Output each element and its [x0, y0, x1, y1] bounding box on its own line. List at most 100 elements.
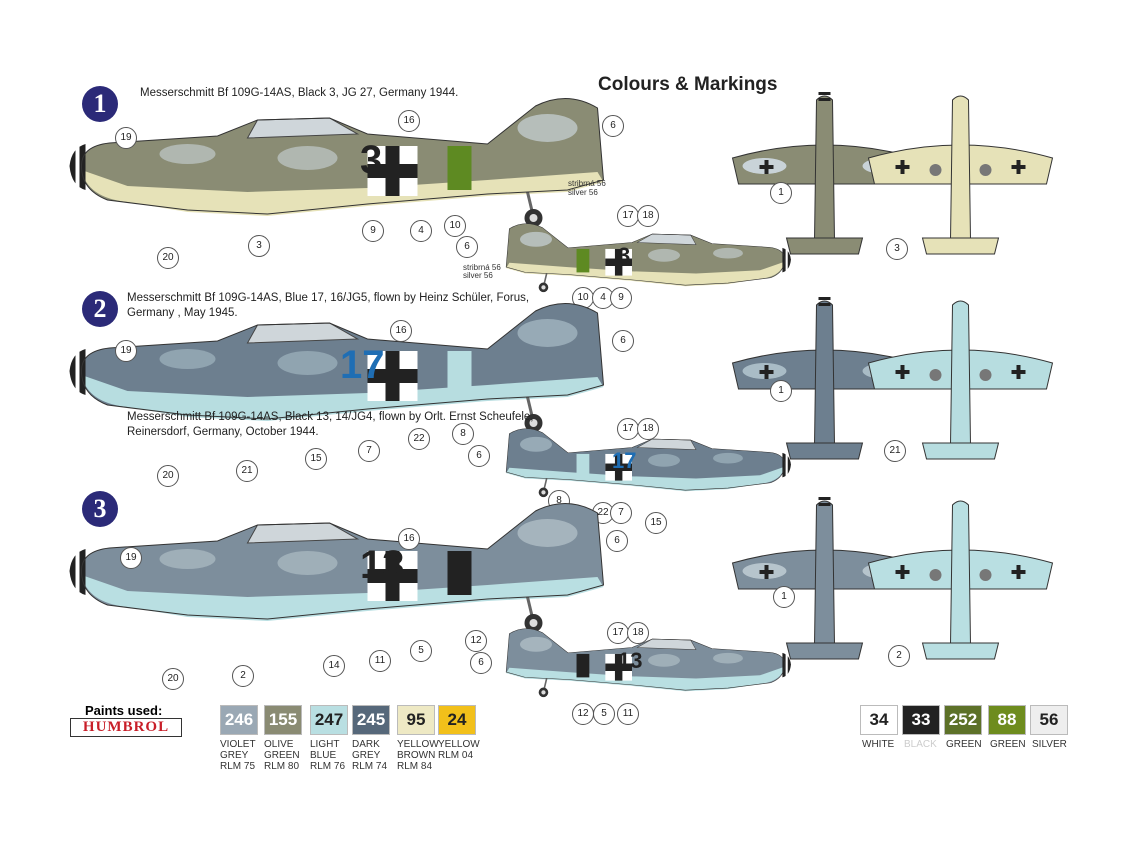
- paint-name: RLM 84: [397, 761, 433, 772]
- callout-number: 17: [617, 418, 639, 440]
- paint-swatch: 247: [310, 705, 348, 735]
- callout-number: 6: [606, 530, 628, 552]
- callout-number: 12: [572, 703, 594, 725]
- callout-number: 12: [465, 630, 487, 652]
- aircraft-code-small: 13: [618, 648, 643, 673]
- callout-number: 3: [248, 235, 270, 257]
- callout-number: 17: [607, 622, 629, 644]
- paint-name: OLIVE: [264, 739, 294, 750]
- callout-number: 6: [612, 330, 634, 352]
- scheme-number-badge: 2: [82, 291, 118, 327]
- callout-number: 21: [236, 460, 258, 482]
- callout-number: 6: [602, 115, 624, 137]
- callout-number: 3: [886, 238, 908, 260]
- paint-name: YELLOW: [397, 739, 439, 750]
- aircraft-side-profile: [65, 493, 610, 643]
- aircraft-code-small: 3: [618, 243, 631, 268]
- paint-name: BROWN: [397, 750, 436, 761]
- callout-number: 1: [770, 182, 792, 204]
- callout-number: 5: [410, 640, 432, 662]
- callout-number: 4: [410, 220, 432, 242]
- scheme-caption: Messerschmitt Bf 109G-14AS, Blue 17, 16/…: [127, 292, 530, 304]
- callout-number: 16: [398, 528, 420, 550]
- paint-name: RLM 76: [310, 761, 346, 772]
- silver-label: stribrná 56: [568, 179, 606, 188]
- paint-swatch: 88: [988, 705, 1026, 735]
- aircraft-code: 3: [360, 138, 383, 182]
- paint-name: BLACK: [904, 739, 937, 750]
- paint-name: RLM 74: [352, 761, 388, 772]
- callout-number: 1: [773, 586, 795, 608]
- paint-name: VIOLET: [220, 739, 256, 750]
- paint-swatch: 33: [902, 705, 940, 735]
- callout-number: 20: [162, 668, 184, 690]
- callout-number: 19: [120, 547, 142, 569]
- scheme-caption: Messerschmitt Bf 109G-14AS, Black 3, JG …: [140, 87, 459, 99]
- silver-label: stribrná 56: [463, 263, 501, 272]
- callout-number: 16: [398, 110, 420, 132]
- paint-name: DARK: [352, 739, 380, 750]
- callout-number: 16: [390, 320, 412, 342]
- paint-name: GREY: [220, 750, 249, 761]
- silver-label: silver 56: [463, 271, 493, 280]
- aircraft-code: 17: [340, 343, 385, 387]
- callout-number: 6: [470, 652, 492, 674]
- paint-name: LIGHT: [310, 739, 340, 750]
- paint-swatch: 245: [352, 705, 390, 735]
- paint-name: BLUE: [310, 750, 337, 761]
- callout-number: 11: [369, 650, 391, 672]
- callout-number: 2: [232, 665, 254, 687]
- paint-swatch: 56: [1030, 705, 1068, 735]
- paint-swatch: 246: [220, 705, 258, 735]
- callout-number: 14: [323, 655, 345, 677]
- callout-number: 15: [645, 512, 667, 534]
- callout-number: 9: [610, 287, 632, 309]
- scheme-caption: Messerschmitt Bf 109G-14AS, Black 13, 14…: [127, 411, 534, 423]
- paint-name: WHITE: [862, 739, 895, 750]
- callout-number: 5: [593, 703, 615, 725]
- callout-number: 7: [358, 440, 380, 462]
- paint-name: GREEN: [946, 739, 982, 750]
- callout-number: 19: [115, 340, 137, 362]
- paint-swatch: 95: [397, 705, 435, 735]
- paint-swatch: 155: [264, 705, 302, 735]
- paint-swatch: 24: [438, 705, 476, 735]
- scheme-number-badge: 3: [82, 491, 118, 527]
- callout-number: 18: [627, 622, 649, 644]
- paints-used-label: Paints used:: [85, 703, 163, 718]
- callout-number: 6: [456, 236, 478, 258]
- aircraft-code-small: 17: [612, 448, 637, 473]
- callout-number: 1: [770, 380, 792, 402]
- silver-label: silver 56: [568, 188, 598, 197]
- callout-number: 7: [610, 502, 632, 524]
- aircraft-code: 13: [360, 543, 405, 587]
- callout-number: 17: [617, 205, 639, 227]
- paint-name: YELLOW: [438, 739, 480, 750]
- paint-name: RLM 04: [438, 750, 474, 761]
- callout-number: 2: [888, 645, 910, 667]
- scheme-caption: Germany , May 1945.: [127, 307, 238, 319]
- callout-number: 18: [637, 418, 659, 440]
- callout-number: 11: [617, 703, 639, 725]
- callout-number: 6: [468, 445, 490, 467]
- paint-name: RLM 80: [264, 761, 300, 772]
- scheme-caption: Reinersdorf, Germany, October 1944.: [127, 426, 319, 438]
- callout-number: 10: [444, 215, 466, 237]
- paint-name: GREEN: [264, 750, 300, 761]
- paint-swatch: 34: [860, 705, 898, 735]
- paint-swatch: 252: [944, 705, 982, 735]
- callout-number: 8: [452, 423, 474, 445]
- aircraft-side-profile: [65, 88, 610, 238]
- callout-number: 21: [884, 440, 906, 462]
- callout-number: 22: [408, 428, 430, 450]
- paint-name: GREY: [352, 750, 381, 761]
- callout-number: 20: [157, 247, 179, 269]
- scheme-number-badge: 1: [82, 86, 118, 122]
- paint-name: GREEN: [990, 739, 1026, 750]
- aircraft-bottom-view: [858, 495, 1063, 675]
- callout-number: 18: [637, 205, 659, 227]
- callout-number: 9: [362, 220, 384, 242]
- page-title: Colours & Markings: [598, 74, 778, 95]
- humbrol-logo: HUMBROL: [70, 718, 182, 737]
